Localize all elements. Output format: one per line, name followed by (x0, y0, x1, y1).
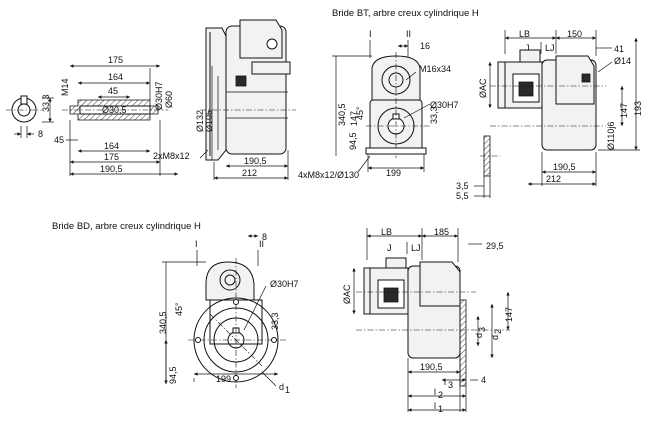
bd-l1: l (434, 401, 436, 411)
bd-d1: d (279, 382, 284, 392)
side-w212: 212 (242, 168, 257, 178)
bt-d41: 41 (614, 44, 624, 54)
bd-d2: d (490, 335, 500, 340)
title-bride-bt: Bride BT, arbre creux cylindrique H (332, 8, 479, 19)
bd-I: I (195, 239, 198, 249)
bt-w199: 199 (386, 168, 401, 178)
bd-d185: 185 (434, 227, 449, 237)
bd-J: J (387, 243, 392, 253)
bt-h333: 33,3 (429, 106, 439, 124)
bt-h3405: 340,5 (337, 103, 347, 126)
motor-view-bd: LB LJ J 185 29,5 ØAC 147 d 3 d 2 (342, 227, 514, 414)
bd-AC: ØAC (342, 284, 352, 304)
hollow-shaft-section: 175 164 45 Ø30,5 M14 Ø30H7 Ø60 45 164 17… (54, 55, 178, 176)
bd-h333: 33,3 (270, 312, 280, 330)
bd-d1-sub: 1 (285, 385, 290, 395)
side-d105: Ø105 (204, 110, 214, 132)
shaft-len-175: 175 (108, 55, 123, 65)
bt-LB: LB (519, 29, 530, 39)
shaft-bot-1905: 190,5 (100, 164, 123, 174)
bd-h945: 94,5 (168, 366, 178, 384)
bd-d3-sub: 3 (477, 327, 487, 332)
bt-AC: ØAC (478, 78, 488, 98)
bd-d3: d (474, 333, 484, 338)
bd-dim8: 8 (262, 232, 267, 242)
bd-l1-sub: 1 (438, 404, 443, 414)
bt-d150: 150 (567, 29, 582, 39)
bd-LB: LB (381, 227, 392, 237)
bd-d2-sub: 2 (493, 329, 503, 334)
title-bride-bd: Bride BD, arbre creux cylindrique H (52, 221, 201, 232)
bt-t35: 3,5 (456, 181, 469, 191)
bd-h3405: 340,5 (158, 311, 168, 334)
bd-a45: 45° (174, 302, 184, 316)
bd-l2: l (434, 387, 436, 397)
shaft-key-detail: 8 33,3 (6, 94, 54, 139)
bt-h147: 147 (349, 111, 359, 126)
shaft-len-164: 164 (108, 72, 123, 82)
shaft-bot-45: 45 (54, 135, 64, 145)
bd-l3-sub: 3 (448, 380, 453, 390)
bt-h193: 193 (633, 101, 643, 116)
bt-J: J (525, 43, 530, 53)
shaft-bot-164: 164 (104, 141, 119, 151)
bd-l2-sub: 2 (438, 390, 443, 400)
bore-60: Ø60 (164, 91, 174, 108)
front-view-bd: I II 8 Ø30H7 340,5 45° 33,3 94,5 199 (158, 232, 299, 395)
side-screws: 2xM8x12 (153, 151, 190, 161)
bd-II: II (259, 239, 264, 249)
bt-dim16: 16 (420, 41, 430, 51)
shaft-len-45: 45 (108, 86, 118, 96)
bt-bore: Ø30H7 (430, 100, 459, 110)
bore-h7: Ø30H7 (154, 81, 164, 110)
bt-w1905: 190,5 (553, 162, 576, 172)
key-width-label: 8 (38, 129, 43, 139)
bt-a45: 45° (355, 106, 365, 120)
bd-LJ: LJ (411, 243, 421, 253)
bt-h945: 94,5 (348, 132, 358, 150)
bt-d14: Ø14 (614, 56, 631, 66)
side-w1905: 190,5 (244, 156, 267, 166)
bd-l3: l (444, 377, 446, 387)
bt-h147: 147 (619, 103, 629, 118)
bt-I: I (369, 29, 372, 39)
motor-view-bt: LB LJ J 150 41 Ø14 ØAC 147 193 Ø110j6 (456, 29, 643, 201)
bd-d4: 4 (481, 375, 486, 385)
bt-w212: 212 (546, 174, 561, 184)
bt-thread: M16x34 (419, 64, 451, 74)
side-d132: Ø132 (195, 110, 205, 132)
bd-h147: 147 (504, 307, 514, 322)
bt-d110: Ø110j6 (606, 122, 616, 150)
shaft-bot-175: 175 (104, 152, 119, 162)
bt-LJ: LJ (545, 43, 555, 53)
bt-holes: 4xM8x12/Ø130 (298, 170, 359, 180)
inner-bore-label: Ø30,5 (102, 105, 127, 115)
bt-t55: 5,5 (456, 191, 469, 201)
bd-d295: 29,5 (486, 241, 504, 251)
bt-II: II (406, 29, 411, 39)
thread-m14: M14 (60, 78, 70, 96)
bd-bore: Ø30H7 (270, 279, 299, 289)
front-view-bt: I II 16 M16x34 Ø30H7 340,5 147 94,5 45° … (298, 29, 459, 180)
bd-w1905: 190,5 (420, 362, 443, 372)
side-view-bt: Ø132 Ø105 2xM8x12 190,5 212 (153, 19, 296, 180)
bd-w199: 199 (216, 374, 231, 384)
key-height-label: 33,3 (41, 94, 51, 112)
